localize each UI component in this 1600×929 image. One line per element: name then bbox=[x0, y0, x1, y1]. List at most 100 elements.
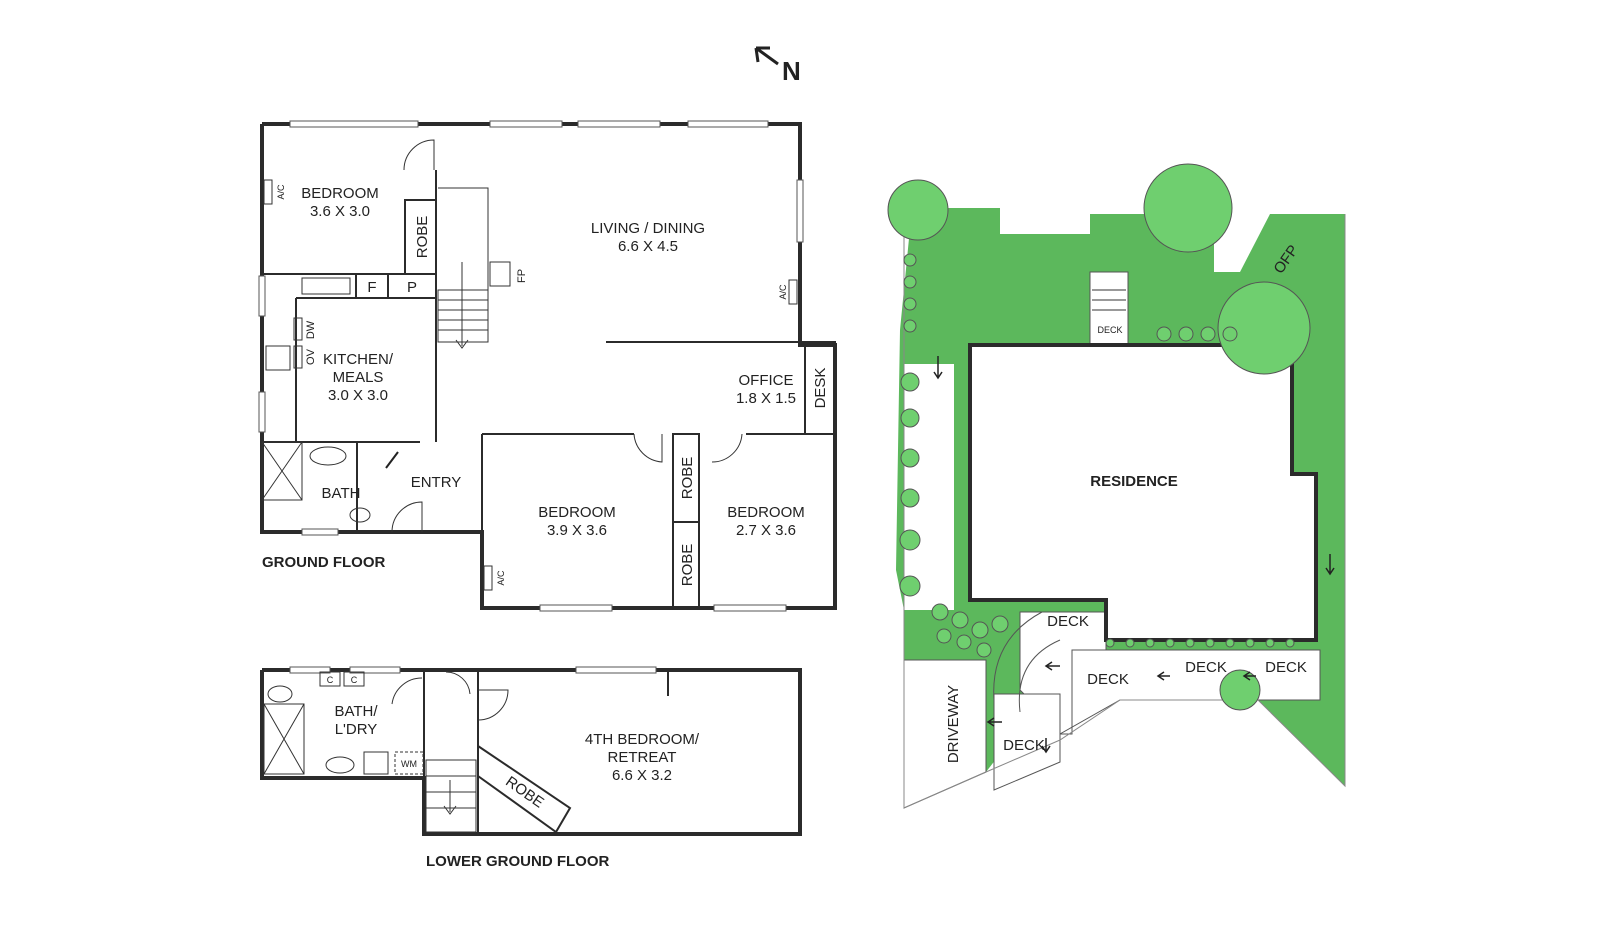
window bbox=[796, 179, 804, 243]
stairs bbox=[425, 759, 477, 833]
floor-title: GROUND FLOOR bbox=[262, 554, 385, 571]
tree-icon bbox=[887, 179, 949, 241]
washing-machine-label: WM bbox=[401, 759, 417, 769]
window bbox=[289, 120, 419, 128]
site-plan: RESIDENCE DECK DECK DECK DECK DECK DECK … bbox=[884, 163, 1346, 809]
robe-label: ROBE bbox=[679, 457, 696, 500]
room-name-line2: L'DRY bbox=[335, 721, 378, 738]
desk-label: DESK bbox=[812, 368, 829, 409]
room-name: OFFICE bbox=[739, 372, 794, 389]
robe-cabinet bbox=[477, 744, 572, 834]
fridge-label: F bbox=[367, 279, 376, 296]
cupboard-icon bbox=[343, 671, 365, 687]
room-size: 6.6 X 4.5 bbox=[618, 238, 678, 255]
fireplace-icon bbox=[489, 261, 511, 287]
sink-icon bbox=[301, 277, 351, 295]
lower-floor-outer-walls bbox=[260, 668, 802, 836]
toilet-icon bbox=[349, 507, 371, 523]
door-swing bbox=[711, 433, 743, 463]
door-swing bbox=[391, 677, 423, 705]
aircon-unit-icon bbox=[483, 565, 493, 591]
aircon-label: A/C bbox=[276, 184, 286, 200]
cupboard-icon bbox=[319, 671, 341, 687]
bath-basin-icon bbox=[309, 446, 347, 466]
toilet-icon bbox=[267, 685, 293, 703]
north-indicator: N bbox=[754, 46, 801, 86]
fireplace-label: FP bbox=[516, 269, 528, 283]
floor-title: LOWER GROUND FLOOR bbox=[426, 853, 609, 870]
stairs bbox=[437, 187, 489, 349]
shower-icon bbox=[261, 441, 303, 501]
deck-label: DECK bbox=[1097, 325, 1122, 335]
window bbox=[289, 666, 331, 674]
robe-cabinet bbox=[672, 521, 700, 609]
door-swing bbox=[477, 689, 509, 721]
spiral-stair bbox=[993, 611, 1043, 701]
deck-label: DECK bbox=[1047, 613, 1089, 630]
dishwasher-icon bbox=[293, 317, 303, 341]
door-swing bbox=[403, 139, 435, 171]
basin-icon bbox=[325, 756, 355, 774]
aircon-unit-icon bbox=[788, 279, 798, 305]
direction-arrows bbox=[933, 356, 1335, 754]
dishwasher-label: DW bbox=[305, 320, 317, 339]
room-name: BEDROOM bbox=[538, 504, 616, 521]
fridge bbox=[355, 273, 389, 299]
shrub-row bbox=[899, 253, 1295, 658]
lower-ground-floor-plan: BATH/ L'DRY 4TH BEDROOM/ RETREAT 6.6 X 3… bbox=[260, 666, 802, 870]
deck-area bbox=[993, 693, 1061, 791]
window bbox=[258, 275, 266, 317]
robe-label: ROBE bbox=[414, 216, 431, 259]
deck-label: DECK bbox=[1003, 737, 1045, 754]
room-size: 3.9 X 3.6 bbox=[547, 522, 607, 539]
deck-label: DECK bbox=[1265, 659, 1307, 676]
room-name: BEDROOM bbox=[727, 504, 805, 521]
window bbox=[539, 604, 613, 612]
entry-arrow-icon bbox=[385, 451, 399, 469]
north-arrow-icon bbox=[754, 46, 779, 66]
garden-strip bbox=[954, 364, 962, 564]
room-name: BATH bbox=[322, 485, 361, 502]
cupboard-label: C bbox=[351, 675, 358, 685]
door-swing bbox=[391, 501, 423, 533]
door-swing bbox=[633, 433, 663, 463]
path-area bbox=[904, 364, 954, 610]
window bbox=[575, 666, 657, 674]
site-boundary bbox=[903, 208, 1346, 809]
driveway-label: DRIVEWAY bbox=[945, 685, 962, 763]
window bbox=[301, 528, 339, 536]
aircon-label: A/C bbox=[778, 284, 788, 300]
room-size: 3.0 X 3.0 bbox=[328, 387, 388, 404]
deck-label: DECK bbox=[1185, 659, 1227, 676]
window bbox=[258, 391, 266, 433]
deck-label: DECK bbox=[1087, 671, 1129, 688]
shower bbox=[261, 441, 303, 501]
oven-icon bbox=[293, 345, 303, 369]
spiral-stair bbox=[1018, 639, 1061, 713]
ground-floor-plan: BEDROOM 3.6 X 3.0 LIVING / DINING 6.6 X … bbox=[258, 120, 837, 612]
window bbox=[577, 120, 661, 128]
pantry-label: P bbox=[407, 279, 417, 296]
room-size: 2.7 X 3.6 bbox=[736, 522, 796, 539]
tree-icon bbox=[1143, 163, 1233, 253]
window bbox=[349, 666, 401, 674]
door-swing bbox=[445, 671, 471, 695]
shower bbox=[263, 703, 305, 775]
room-size: 3.6 X 3.0 bbox=[310, 203, 370, 220]
room-name: ENTRY bbox=[411, 474, 462, 491]
robe-label: ROBE bbox=[502, 773, 547, 811]
room-name: 4TH BEDROOM/ bbox=[585, 731, 700, 748]
cooktop-icon bbox=[265, 345, 291, 371]
robe-label: ROBE bbox=[679, 544, 696, 587]
room-name-line2: MEALS bbox=[333, 369, 384, 386]
north-label: N bbox=[782, 56, 801, 86]
shower-icon bbox=[263, 703, 305, 775]
tree-icon bbox=[1217, 281, 1311, 375]
window bbox=[489, 120, 563, 128]
window bbox=[713, 604, 787, 612]
room-size: 6.6 X 3.2 bbox=[612, 767, 672, 784]
aircon-unit-icon bbox=[263, 179, 273, 205]
room-name-line2: RETREAT bbox=[608, 749, 677, 766]
desk bbox=[804, 341, 836, 435]
